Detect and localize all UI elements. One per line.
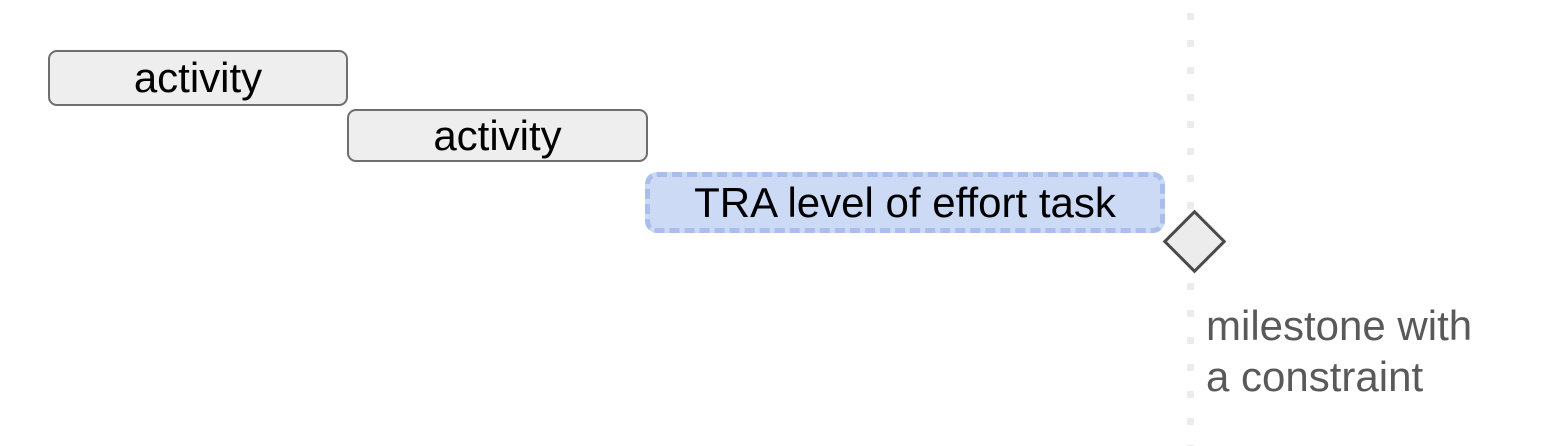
milestone-annotation-line-1: milestone with	[1206, 302, 1473, 349]
activity-bar-2-label: activity	[433, 111, 562, 159]
milestone-annotation-line-2: a constraint	[1206, 353, 1424, 400]
milestone-diamond	[1162, 209, 1227, 274]
activity-bar-2: activity	[347, 109, 648, 162]
loe-task-bar: TRA level of effort task	[645, 172, 1165, 233]
activity-bar-1: activity	[48, 50, 348, 106]
loe-task-bar-label: TRA level of effort task	[694, 178, 1116, 226]
activity-bar-1-label: activity	[133, 54, 263, 101]
milestone-annotation: milestone with a constraint	[1206, 300, 1472, 402]
